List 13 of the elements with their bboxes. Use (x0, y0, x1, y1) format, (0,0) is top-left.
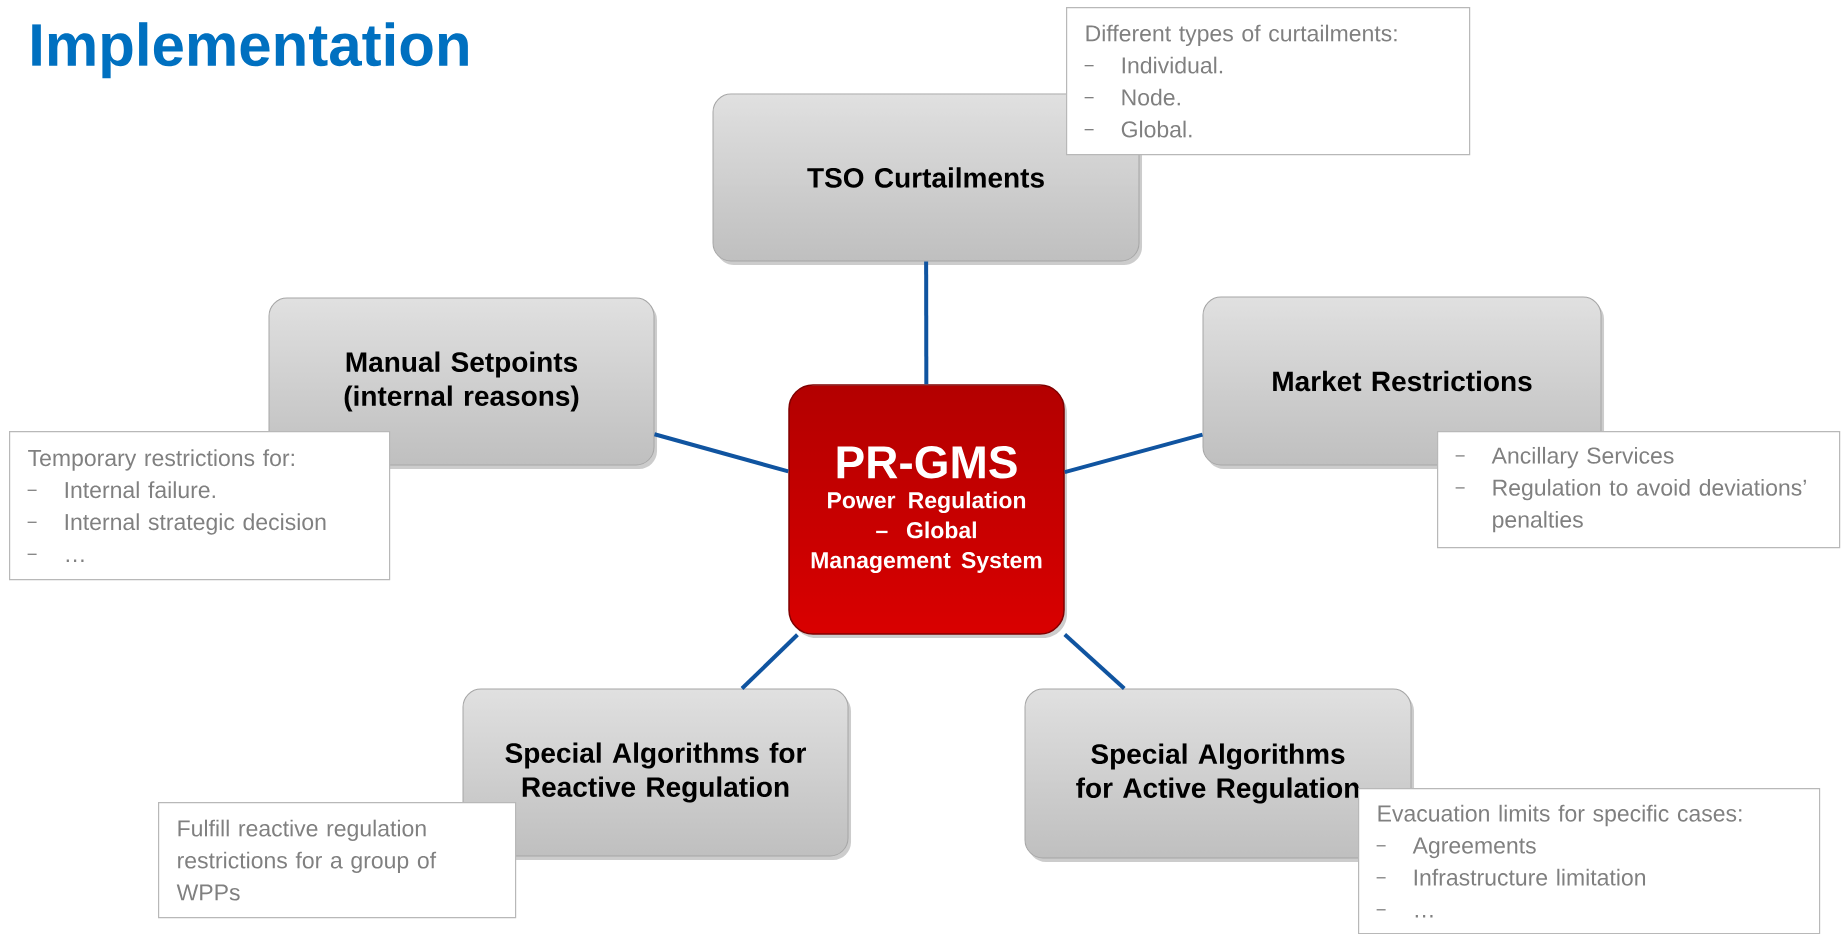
title: Implementation (32, 22, 468, 79)
connector-line (1063, 633, 1126, 690)
connector-line (1064, 432, 1204, 474)
connector-line (653, 432, 789, 474)
note-box: Different types of curtailments: Individual. Node. Global. (1066, 7, 1471, 156)
note-box: Temporary restrictions for: Internal failure. Internal strategic decision … (9, 431, 391, 581)
rounded-box: Special Algorithms for Reactive Regulation (462, 688, 851, 860)
hub-box: PR-GMS Power Regulation – Global Management System (788, 384, 1067, 638)
connector-line (740, 633, 799, 690)
connector-line (924, 261, 929, 385)
note-box: Fulfill reactive regulation restrictions for a group of WPPs (158, 802, 517, 919)
note-box: Ancillary Services Regulation to avoid deviations’ penalties (1437, 431, 1841, 549)
note-box: Evacuation limits for specific cases: Agreements Infrastructure limitation … (1358, 788, 1821, 934)
